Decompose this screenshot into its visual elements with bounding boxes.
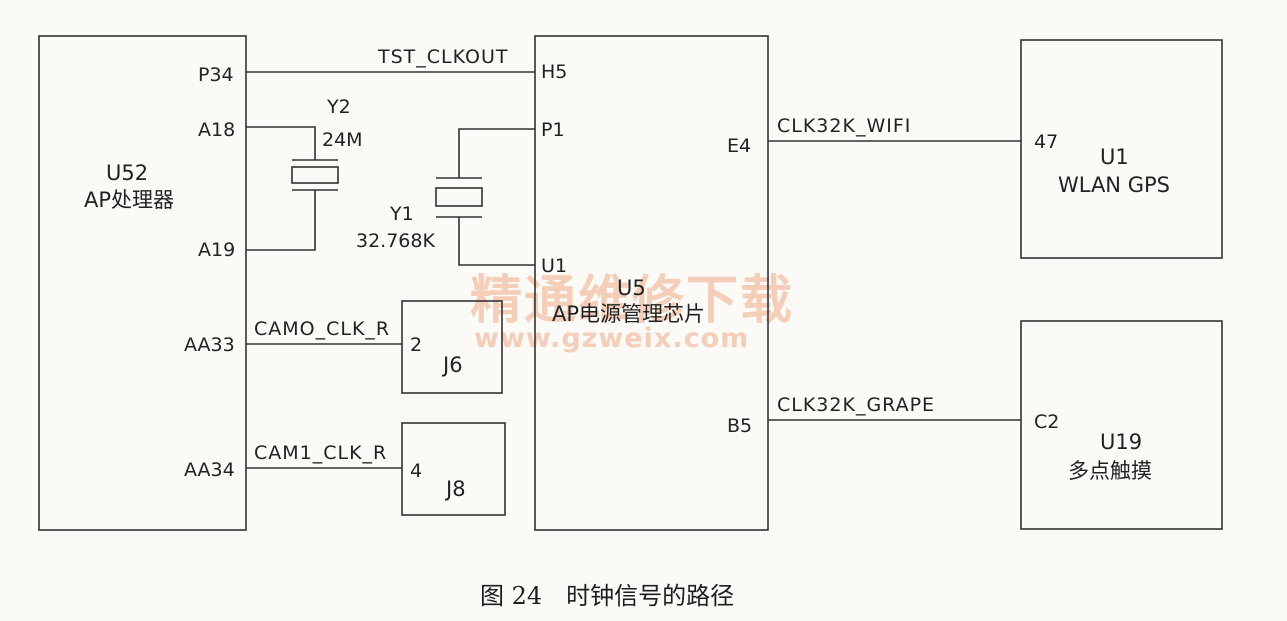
- block-u1-wlan-gps: U1 WLAN GPS 47: [1020, 39, 1223, 259]
- watermark-url: www.gzweix.com: [474, 323, 749, 354]
- wire-p1-y1: [458, 128, 535, 178]
- j6-name: J6: [441, 353, 463, 377]
- pin-aa34: AA34: [184, 459, 235, 481]
- net-cam1-clk-r: CAM1_CLK_R: [254, 442, 387, 464]
- u5-name: AP电源管理芯片: [552, 302, 705, 326]
- j8-pin: 4: [410, 460, 422, 482]
- j8-box: [401, 422, 506, 516]
- connector-j8: 4 J8: [401, 422, 506, 516]
- y1-freq: 32.768K: [356, 230, 435, 252]
- u1-name: WLAN GPS: [1058, 173, 1170, 197]
- u19-box: [1020, 320, 1223, 530]
- pin-u1: U1: [541, 255, 567, 277]
- y2-freq: 24M: [322, 129, 363, 151]
- connector-j6: 2 J6: [401, 300, 503, 394]
- pin-aa33: AA33: [184, 334, 235, 356]
- pin-a19: A19: [198, 239, 235, 261]
- y2-body: [291, 166, 339, 184]
- pin-h5: H5: [541, 61, 567, 83]
- block-u5-power-management: U5 AP电源管理芯片 H5 P1 U1 E4 B5: [534, 35, 769, 531]
- net-clk32k-grape: CLK32K_GRAPE: [777, 394, 935, 416]
- block-u52-ap-processor: U52 AP处理器 P34 A18 A19 AA33 AA34: [38, 35, 247, 531]
- u19-ref: U19: [1100, 430, 1142, 454]
- u19-name: 多点触摸: [1068, 459, 1152, 483]
- net-labels: TST_CLKOUT CLK32K_WIFI CAMO_CLK_R CAM1_C…: [254, 46, 935, 464]
- figure-caption: 图 24 时钟信号的路径: [480, 582, 734, 610]
- j6-pin: 2: [410, 334, 422, 356]
- crystal-y1: Y1 32.768K: [356, 177, 483, 252]
- pin-p1: P1: [541, 119, 565, 141]
- net-tst-clkout: TST_CLKOUT: [377, 46, 509, 68]
- j6-box: [401, 300, 503, 394]
- block-u19-multitouch: U19 多点触摸 C2: [1020, 320, 1223, 530]
- wire-a19-y2: [246, 190, 316, 251]
- pin-47: 47: [1034, 131, 1058, 153]
- net-clk32k-wifi: CLK32K_WIFI: [777, 115, 911, 137]
- wire-u1-y1: [458, 217, 535, 266]
- pin-a18: A18: [198, 119, 235, 141]
- y1-ref: Y1: [389, 203, 414, 225]
- u5-box: [534, 35, 769, 531]
- u1-box: [1020, 39, 1223, 259]
- watermark: 精通维修下载 www.gzweix.com: [470, 271, 794, 354]
- pin-p34: P34: [198, 64, 234, 86]
- j8-name: J8: [444, 477, 466, 501]
- y2-ref: Y2: [326, 96, 351, 118]
- pin-c2: C2: [1034, 411, 1059, 433]
- u5-ref: U5: [617, 276, 646, 300]
- wires: [246, 71, 1021, 469]
- pin-b5: B5: [727, 415, 752, 437]
- wire-a18-y2: [246, 126, 316, 160]
- u52-box: [38, 35, 247, 531]
- watermark-text: 精通维修下载: [470, 271, 794, 331]
- pin-e4: E4: [727, 135, 751, 157]
- u52-ref: U52: [106, 161, 148, 185]
- u52-name: AP处理器: [84, 188, 174, 212]
- u1-ref: U1: [1100, 145, 1129, 169]
- net-cam0-clk-r: CAMO_CLK_R: [254, 318, 390, 340]
- y1-body: [435, 187, 483, 207]
- crystal-y2: Y2 24M: [291, 96, 363, 191]
